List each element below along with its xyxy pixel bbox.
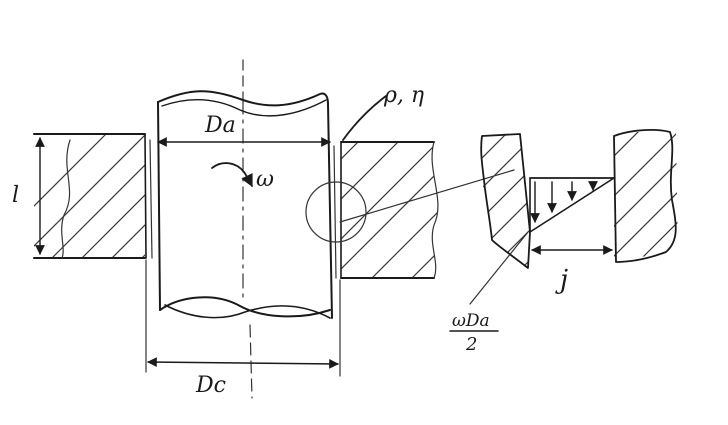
gap-dimension: j	[531, 245, 613, 295]
length-label: l	[12, 183, 19, 208]
center-axis	[242, 59, 253, 399]
rotation-arrow: ω	[211, 162, 274, 192]
fluid-properties-callout: ρ, η	[342, 83, 424, 141]
left-bearing-wall	[33, 133, 147, 259]
zoom-shaft-surface	[480, 133, 531, 269]
fluid-film	[149, 139, 337, 279]
detail-circle	[305, 169, 515, 243]
fluid-properties-label: ρ, η	[383, 83, 424, 108]
shaft	[157, 90, 333, 319]
velocity-numerator: ωDa	[452, 311, 490, 331]
gap-label: j	[555, 265, 568, 295]
shaft-diameter-label: Da	[204, 113, 236, 138]
length-dimension: l	[12, 137, 45, 255]
shaft-diameter-dimension: Da	[157, 113, 331, 147]
omega-label: ω	[256, 167, 274, 192]
bore-diameter-label: Dc	[195, 373, 226, 398]
surface-velocity-callout: ωDa 2	[449, 231, 529, 355]
zoom-bearing-surface	[613, 129, 678, 263]
bore-diameter-dimension: Dc	[145, 259, 341, 398]
velocity-denominator: 2	[465, 334, 477, 355]
velocity-profile	[529, 177, 615, 233]
